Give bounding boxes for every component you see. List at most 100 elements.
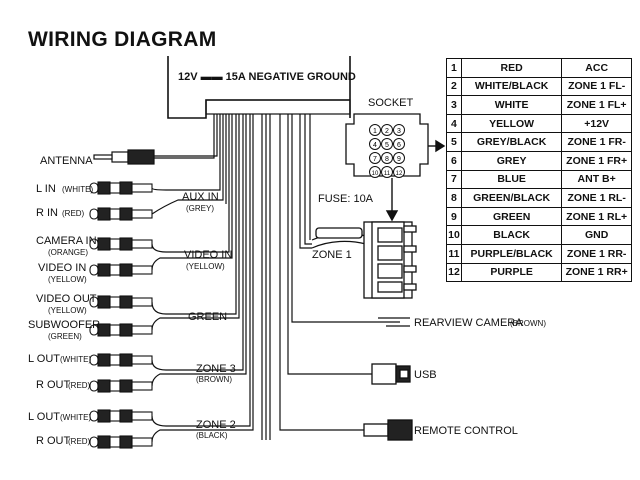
zone1-connector-block (315, 221, 417, 299)
pin-function: ZONE 1 RL+ (561, 206, 632, 227)
camera-in-color: (ORANGE) (48, 248, 88, 257)
wire-color: GREY/BLACK (460, 132, 563, 152)
wire-usb (287, 114, 372, 375)
pin-number: 11 (446, 243, 462, 264)
socket-pin (381, 138, 393, 150)
pin-number: 12 (446, 262, 462, 283)
video-in-label: VIDEO IN (38, 262, 86, 274)
wire-color: BLACK (460, 225, 563, 245)
zone1-label: ZONE 1 (312, 249, 352, 261)
arrow-to-table (435, 139, 446, 153)
socket-pin (393, 138, 405, 150)
pin-number: 1 (446, 58, 462, 78)
socket-pin-number: 1 (373, 128, 377, 135)
socket-pin-number: 6 (397, 142, 401, 149)
rca-plug (89, 435, 153, 449)
socket-pin (369, 166, 381, 178)
socket-pin-number: 2 (385, 128, 389, 135)
diagram-title: WIRING DIAGRAM (28, 28, 217, 51)
wire-color: PURPLE/BLACK (460, 243, 563, 264)
aux-in-group-label: AUX IN (182, 191, 219, 203)
subwoofer-label: SUBWOOFER (28, 319, 100, 331)
socket-pin-number: 11 (384, 171, 391, 177)
socket-pin (381, 166, 393, 178)
rca-plug (89, 353, 153, 367)
usb-plug (371, 363, 411, 385)
socket-pin (393, 124, 405, 136)
socket-pin-number: 10 (372, 171, 379, 177)
socket-pin (369, 124, 381, 136)
fuse-label: FUSE: 10A (318, 193, 374, 205)
wire-color: GREEN (460, 206, 563, 227)
socket-pin-number: 12 (396, 171, 403, 177)
socket-label: SOCKET (368, 97, 414, 109)
socket-pin (393, 152, 405, 164)
wire-color: BLUE (460, 169, 563, 190)
pin-function: ZONE 1 FR+ (561, 150, 632, 171)
zone2-r-out-label: R OUT (36, 435, 71, 447)
remote-control-plug (363, 419, 413, 441)
video-in-group-color: (YELLOW) (186, 262, 225, 271)
rca-plug (89, 181, 153, 195)
zone2-r-out-color: (RED) (68, 437, 91, 446)
pin-number: 4 (446, 113, 462, 134)
r-in-label: R IN (36, 207, 58, 219)
zone3-group-color: (BROWN) (196, 375, 232, 384)
pin-function: ZONE 1 RL- (561, 188, 632, 208)
remote-control-label: REMOTE CONTROL (414, 425, 518, 437)
wire-antenna (154, 114, 215, 159)
aux-in-group-color: (GREY) (186, 204, 214, 213)
arrow-to-fuse-block (385, 210, 399, 222)
wire-color: YELLOW (460, 113, 563, 134)
zone3-r-out-color: (RED) (68, 381, 91, 390)
pin-number: 5 (446, 132, 462, 152)
pin-number: 8 (446, 188, 462, 208)
antenna-plug (93, 149, 155, 165)
wire-color: WHITE (460, 95, 563, 115)
pin-function: ZONE 1 FL+ (561, 95, 632, 115)
pin-number: 6 (446, 150, 462, 171)
zone3-r-out-label: R OUT (36, 379, 71, 391)
socket-pin (369, 138, 381, 150)
rca-plug (89, 409, 153, 423)
rca-plug (89, 263, 153, 277)
zone3-l-out-label: L OUT (28, 353, 60, 365)
pin-number: 2 (446, 76, 462, 97)
rearview-color: (BROWN) (510, 319, 546, 328)
socket-pin (381, 152, 393, 164)
r-in-color: (RED) (62, 209, 85, 218)
socket-pin (369, 152, 381, 164)
pin-function: ACC (561, 58, 632, 78)
subwoofer-color: (GREEN) (48, 332, 82, 341)
pin-function: ZONE 1 RR- (561, 243, 632, 264)
wire-zone1 (299, 114, 312, 249)
zone2-l-out-label: L OUT (28, 411, 60, 423)
pin-number: 7 (446, 169, 462, 190)
wire-aux (151, 114, 221, 191)
green-group-label: GREEN (188, 311, 227, 323)
zone3-l-out-color: (WHITE) (60, 355, 91, 364)
zone3-group-label: ZONE 3 (196, 363, 236, 375)
pin-function: ANT B+ (561, 169, 632, 190)
antenna-label: ANTENNA (40, 155, 93, 167)
usb-label: USB (414, 369, 437, 381)
wire-color: RED (460, 58, 563, 78)
socket-pin-number: 8 (385, 156, 389, 163)
l-in-label: L IN (36, 183, 56, 195)
rca-plug (89, 379, 153, 393)
video-in-color: (YELLOW) (48, 275, 87, 284)
pin-number: 9 (446, 206, 462, 227)
rca-plug (89, 323, 153, 337)
video-in-group-label: VIDEO IN (184, 249, 232, 261)
socket-pin-number: 9 (397, 156, 401, 163)
pin-function: +12V (561, 113, 632, 134)
pin-function: ZONE 1 FR- (561, 132, 632, 152)
